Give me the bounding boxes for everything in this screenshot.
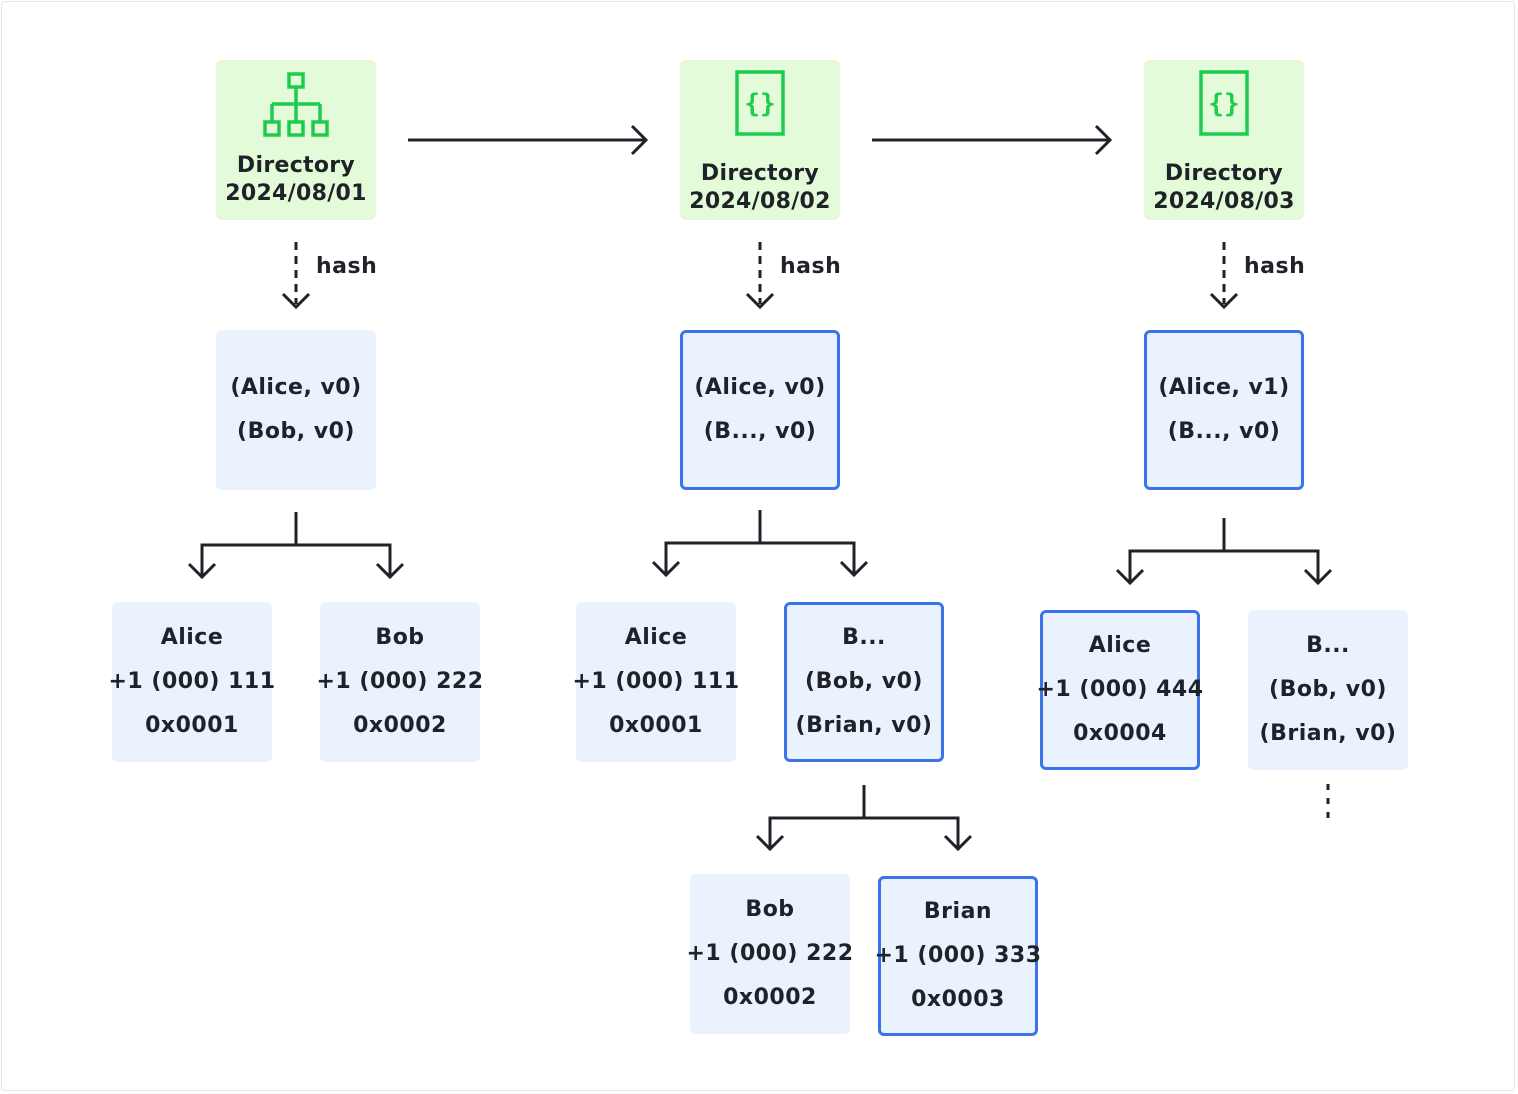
leaf-node-bob: Bob +1 (000) 222 0x0002	[317, 602, 483, 762]
node-line: 0x0001	[145, 713, 239, 738]
node-line: (B..., v0)	[1167, 419, 1281, 444]
directory-title: Directory	[236, 153, 356, 178]
directory-title: Directory	[700, 161, 820, 186]
node-line: 0x0003	[911, 987, 1005, 1012]
node-line: +1 (000) 222	[316, 669, 484, 694]
hash-label: hash	[1244, 254, 1306, 279]
node-line: B...	[842, 625, 886, 650]
directory-box-3: {} Directory 2024/08/03	[1144, 60, 1304, 220]
node-line: +1 (000) 444	[1036, 677, 1204, 702]
directory-date: 2024/08/02	[689, 189, 831, 214]
node-line: (Bob, v0)	[805, 669, 923, 694]
root-node-3: (Alice, v1) (B..., v0)	[1144, 330, 1304, 490]
tree-connector-2	[651, 510, 869, 578]
svg-text:{}: {}	[744, 89, 775, 119]
timeline-arrow-2	[872, 124, 1113, 156]
node-line: +1 (000) 111	[108, 669, 276, 694]
root-node-1: (Alice, v0) (Bob, v0)	[216, 330, 376, 490]
node-line: Alice	[160, 625, 224, 650]
hash-arrow-3	[1209, 242, 1239, 310]
timeline-arrow-1	[408, 124, 649, 156]
hash-arrow-2	[745, 242, 775, 310]
hash-arrow-1	[281, 242, 311, 310]
node-line: Brian	[923, 899, 993, 924]
node-line: (Alice, v0)	[694, 375, 826, 400]
svg-text:{}: {}	[1208, 89, 1239, 119]
node-line: +1 (000) 222	[686, 941, 854, 966]
node-line: (Alice, v1)	[1158, 375, 1290, 400]
node-line: Bob	[375, 625, 425, 650]
node-line: Alice	[1088, 633, 1152, 658]
leaf-node-bob: Bob +1 (000) 222 0x0002	[687, 874, 853, 1034]
inner-node-b: B... (Bob, v0) (Brian, v0)	[784, 602, 944, 762]
directory-title: Directory	[1164, 161, 1284, 186]
tree-connector-3	[1115, 518, 1333, 586]
node-line: (Alice, v0)	[230, 375, 362, 400]
directory-box-2: {} Directory 2024/08/02	[680, 60, 840, 220]
node-line: Alice	[624, 625, 688, 650]
node-line: (Bob, v0)	[1269, 677, 1387, 702]
tree-connector-1	[187, 512, 405, 580]
tree-connector-4	[755, 785, 973, 852]
directory-box-1: Directory 2024/08/01	[216, 60, 376, 220]
node-line: (Brian, v0)	[795, 713, 933, 738]
node-line: Bob	[745, 897, 795, 922]
leaf-node-alice: Alice +1 (000) 111 0x0001	[109, 602, 275, 762]
leaf-node-brian: Brian +1 (000) 333 0x0003	[875, 876, 1041, 1036]
node-line: +1 (000) 111	[572, 669, 740, 694]
node-line: 0x0004	[1073, 721, 1167, 746]
directory-date: 2024/08/03	[1153, 189, 1295, 214]
code-file-icon: {}	[1144, 68, 1304, 142]
node-line: 0x0002	[723, 985, 817, 1010]
hash-label: hash	[780, 254, 842, 279]
node-line: (B..., v0)	[703, 419, 817, 444]
inner-node-b: B... (Bob, v0) (Brian, v0)	[1248, 610, 1408, 770]
sitemap-icon	[216, 68, 376, 142]
hash-label: hash	[316, 254, 378, 279]
node-line: (Brian, v0)	[1259, 721, 1397, 746]
node-line: 0x0002	[353, 713, 447, 738]
node-line: (Bob, v0)	[237, 419, 355, 444]
leaf-node-alice: Alice +1 (000) 111 0x0001	[573, 602, 739, 762]
root-node-2: (Alice, v0) (B..., v0)	[680, 330, 840, 490]
node-line: 0x0001	[609, 713, 703, 738]
directory-date: 2024/08/01	[225, 181, 367, 206]
node-line: B...	[1306, 633, 1350, 658]
code-file-icon: {}	[680, 68, 840, 142]
node-line: +1 (000) 333	[874, 943, 1042, 968]
leaf-node-alice: Alice +1 (000) 444 0x0004	[1037, 610, 1203, 770]
